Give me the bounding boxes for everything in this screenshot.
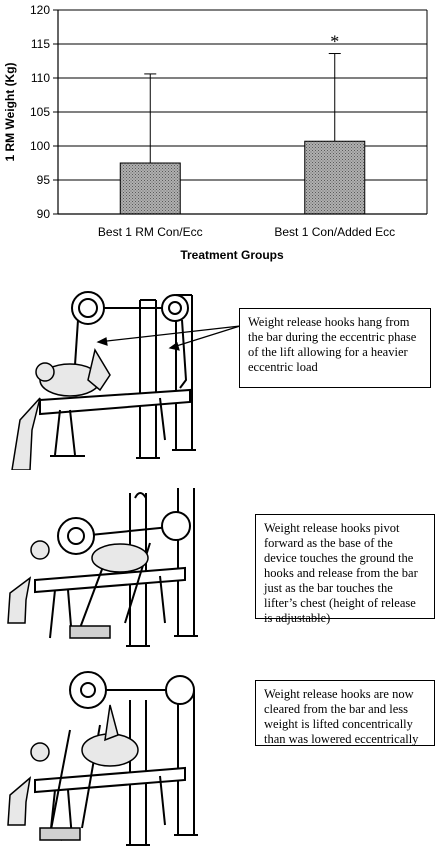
panel-3-caption: Weight release hooks are now cleared fro… — [255, 680, 435, 746]
illustration-panel-3: Weight release hooks are now cleared fro… — [0, 660, 447, 847]
x-category-label: Best 1 Con/Added Ecc — [274, 225, 395, 239]
panel-1-caption: Weight release hooks hang from the bar d… — [239, 308, 431, 388]
x-category-labels: Best 1 RM Con/Ecc Best 1 Con/Added Ecc — [98, 225, 395, 239]
y-axis-title: 1 RM Weight (Kg) — [3, 62, 17, 161]
bench-press-illustration-1 — [11, 291, 241, 470]
bars: * — [119, 32, 366, 215]
bar — [304, 140, 366, 215]
y-tick-label: 110 — [31, 71, 50, 85]
bar — [119, 162, 181, 215]
illustration-panel-1: Weight release hooks hang from the bar d… — [0, 280, 447, 470]
bench-press-illustration-3 — [7, 671, 198, 846]
y-tick-label: 95 — [37, 173, 51, 187]
y-tick-label: 100 — [30, 139, 50, 153]
x-category-label: Best 1 RM Con/Ecc — [98, 225, 203, 239]
y-tick-label: 105 — [30, 105, 50, 119]
panel-2-caption: Weight release hooks pivot forward as th… — [255, 514, 435, 625]
y-tick-label: 90 — [37, 207, 51, 221]
bench-press-illustration-2 — [7, 488, 198, 647]
y-tick-labels: 90 95 100 105 110 115 120 — [30, 3, 58, 221]
illustration-panel-2: Weight release hooks pivot forward as th… — [0, 488, 447, 648]
x-axis-title: Treatment Groups — [180, 248, 284, 262]
y-tick-label: 120 — [30, 3, 50, 17]
y-tick-label: 115 — [31, 37, 50, 51]
gridlines — [58, 9, 427, 215]
significance-marker: * — [330, 32, 339, 52]
